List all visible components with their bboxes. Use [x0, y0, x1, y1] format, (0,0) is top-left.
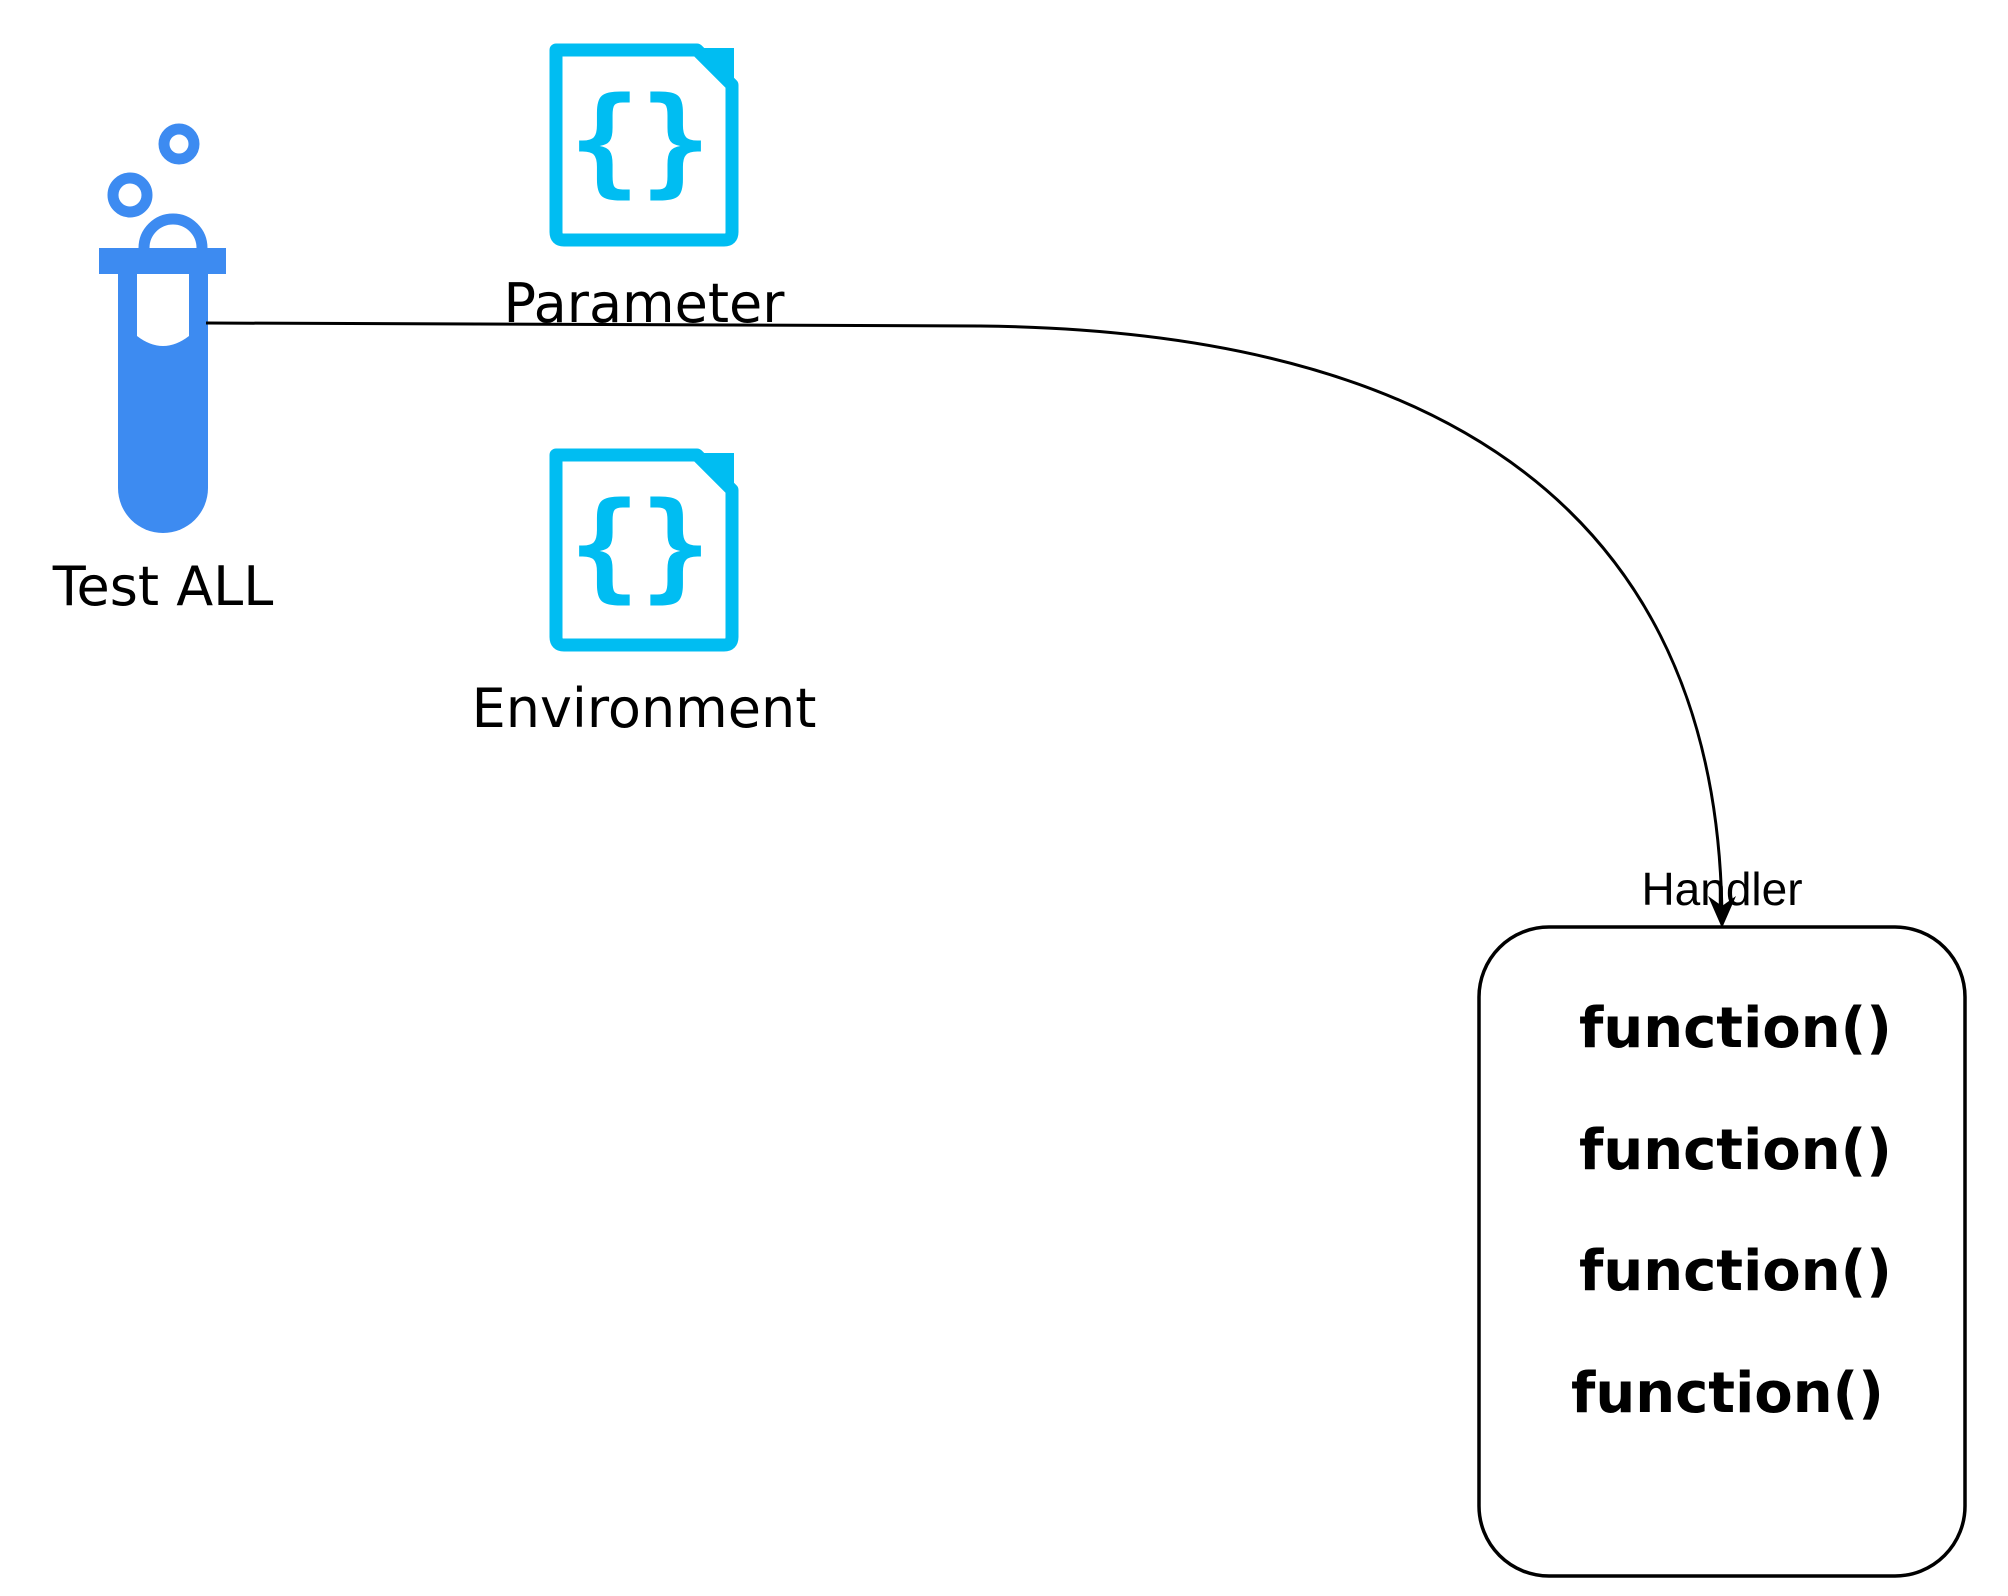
bubble-large: [107, 172, 153, 218]
environment-node[interactable]: {} Environment: [472, 448, 817, 740]
arrowhead-icon: [1708, 896, 1736, 928]
function-item-4: function(): [1571, 1361, 1884, 1426]
function-item-2: function(): [1579, 1118, 1892, 1183]
tube-cap-ring: [138, 213, 208, 249]
tube-rim: [99, 248, 226, 274]
connector-test-to-handler[interactable]: [205, 321, 1736, 928]
connector-line: [205, 321, 1724, 926]
file-outline: [549, 43, 739, 247]
parameter-node[interactable]: {} Parameter: [504, 43, 786, 335]
curly-braces-icon: {}: [569, 71, 711, 209]
handler-container: [1477, 925, 1967, 1578]
environment-label: Environment: [472, 677, 817, 740]
handler-label: Handler: [1641, 863, 1802, 915]
function-item-3: function(): [1579, 1239, 1892, 1304]
test-all-node[interactable]: Test ALL: [52, 123, 274, 618]
json-file-icon: {}: [549, 43, 739, 247]
curly-braces-icon: {}: [569, 476, 711, 614]
tube-glass: [137, 274, 189, 346]
json-file-icon: {}: [549, 448, 739, 652]
function-item-1: function(): [1579, 996, 1892, 1061]
file-fold-corner: [697, 453, 734, 490]
handler-box[interactable]: Handler function() function() function()…: [1477, 863, 1967, 1578]
test-tube-icon: [99, 123, 226, 533]
test-all-label: Test ALL: [52, 555, 274, 618]
tube-body: [118, 274, 208, 533]
file-fold-corner: [697, 48, 734, 85]
file-outline: [549, 448, 739, 652]
bubble-small: [158, 123, 200, 165]
